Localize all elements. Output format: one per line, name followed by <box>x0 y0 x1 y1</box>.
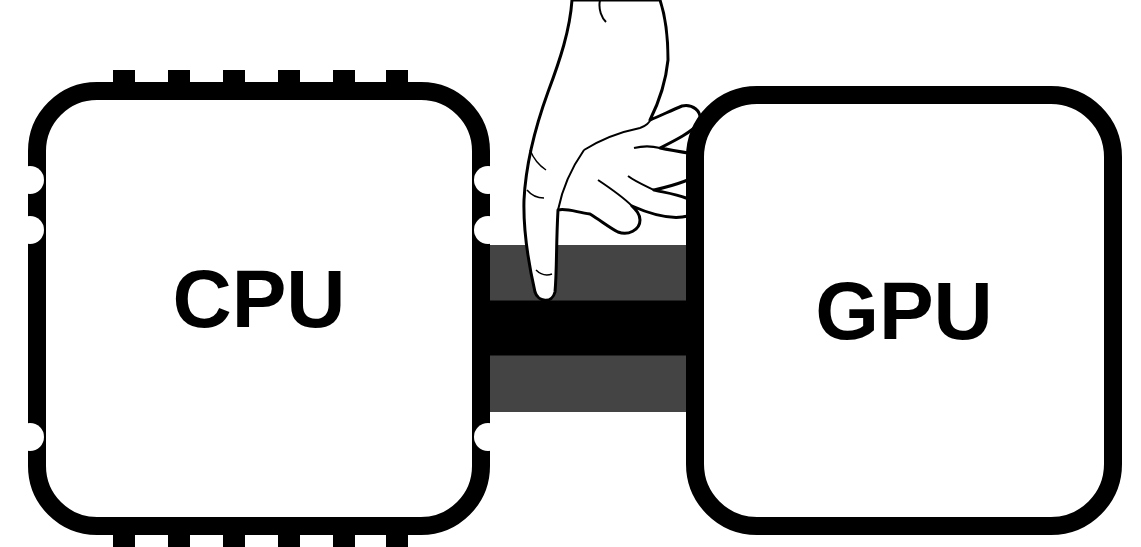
gpu-chip: GPU <box>686 86 1122 535</box>
chip-label: CPU <box>172 258 345 340</box>
chip-contact <box>474 166 502 194</box>
chip-label: GPU <box>815 270 993 352</box>
hand-crease <box>599 0 606 22</box>
chip-border <box>695 95 1113 526</box>
hand-crease <box>527 150 552 275</box>
label-holder: CPU <box>28 72 490 525</box>
hand-crease <box>558 120 660 210</box>
chip-contact <box>474 216 502 244</box>
chip-contact <box>16 423 44 451</box>
hand-outline <box>524 0 705 300</box>
chip-contact <box>474 423 502 451</box>
chip-contact <box>16 166 44 194</box>
cpu-chip: CPU <box>28 82 490 535</box>
label-holder: GPU <box>686 86 1122 535</box>
bus-band <box>486 245 690 412</box>
chip-border <box>37 91 481 526</box>
chip-contact <box>16 216 44 244</box>
bus-connector <box>488 301 688 356</box>
